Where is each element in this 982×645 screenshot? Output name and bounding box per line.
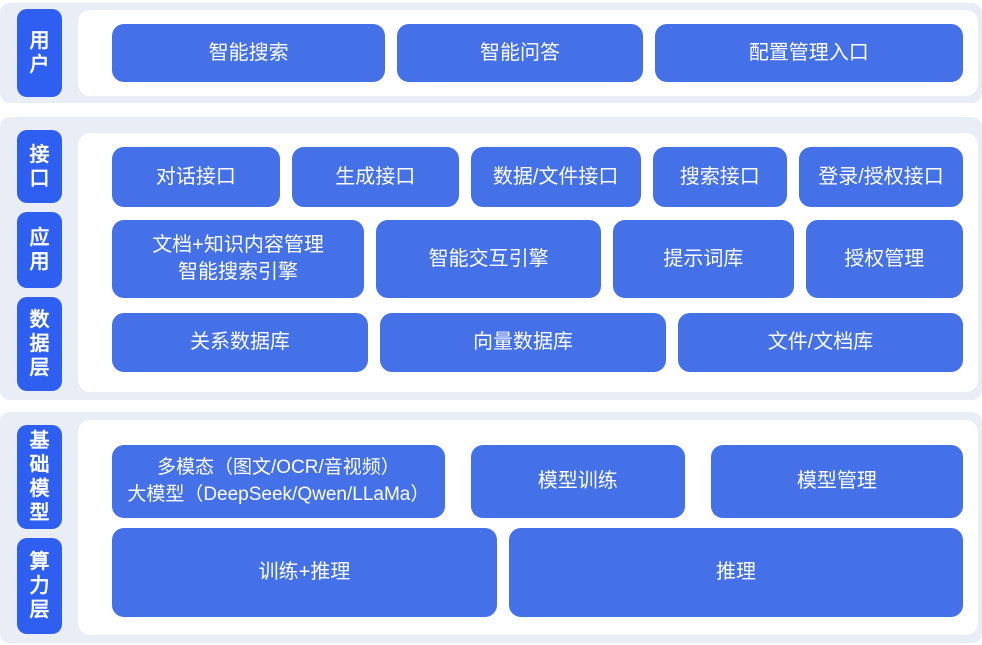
btn-inference: 推理 — [509, 528, 963, 617]
btn-multimodal-llm-line1: 多模态（图文/OCR/音视频） — [156, 456, 400, 478]
btn-generation-api-label: 生成接口 — [335, 165, 416, 188]
btn-vector-db: 向量数据库 — [380, 313, 666, 372]
btn-model-management-label: 模型管理 — [796, 470, 877, 492]
bottom-label-column: 基础模型 算力层 — [17, 425, 62, 634]
label-application-text: 应用 — [29, 227, 50, 273]
btn-training-inference-label: 训练+推理 — [258, 561, 351, 583]
foundation-model-row: 多模态（图文/OCR/音视频） 大模型（DeepSeek/Qwen/LLaMa）… — [112, 445, 964, 518]
btn-file-doc-store: 文件/文档库 — [678, 313, 963, 372]
user-layer-panel: 智能搜索 智能问答 配置管理入口 — [78, 10, 978, 96]
btn-login-auth-api-label: 登录/授权接口 — [818, 165, 944, 188]
section-interface-app-data: 接口 应用 数据层 对话接口 生成接口 数据/文件接口 搜 — [0, 117, 982, 400]
btn-relational-db-label: 关系数据库 — [190, 331, 290, 353]
btn-model-training-label: 模型训练 — [537, 470, 618, 492]
label-compute-layer-text: 算力层 — [29, 551, 50, 621]
data-layer-row: 关系数据库 向量数据库 文件/文档库 — [112, 313, 963, 372]
btn-doc-knowledge-management: 文档+知识内容管理 智能搜索引擎 — [112, 220, 365, 298]
label-interface-text: 接口 — [29, 143, 50, 190]
label-data-layer-text: 数据层 — [29, 309, 50, 379]
btn-authorization-management: 授权管理 — [805, 220, 964, 298]
btn-data-file-api: 数据/文件接口 — [470, 147, 641, 207]
btn-data-file-api-label: 数据/文件接口 — [492, 165, 619, 188]
section-user-layer: 用户 智能搜索 智能问答 配置管理入口 — [0, 3, 982, 103]
label-foundation-model: 基础模型 — [17, 425, 62, 529]
btn-authorization-management-label: 授权管理 — [844, 247, 925, 270]
label-user: 用户 — [17, 9, 62, 97]
btn-training-inference: 训练+推理 — [112, 528, 497, 617]
btn-model-training: 模型训练 — [470, 445, 685, 518]
interface-row: 对话接口 生成接口 数据/文件接口 搜索接口 登录/授权接口 — [112, 147, 963, 207]
middle-panel: 对话接口 生成接口 数据/文件接口 搜索接口 登录/授权接口 文档+知识内容管理 — [78, 133, 978, 392]
btn-dialog-api: 对话接口 — [112, 147, 280, 207]
label-interface: 接口 — [17, 130, 62, 203]
label-data-layer: 数据层 — [17, 297, 62, 391]
btn-intelligent-search: 智能搜索 — [112, 24, 386, 82]
user-layer-row: 智能搜索 智能问答 配置管理入口 — [112, 24, 963, 82]
btn-model-management: 模型管理 — [710, 445, 964, 518]
btn-prompt-library: 提示词库 — [613, 220, 794, 298]
btn-doc-knowledge-management-line2: 智能搜索引擎 — [178, 261, 299, 283]
label-foundation-model-text: 基础模型 — [29, 430, 50, 524]
btn-dialog-api-label: 对话接口 — [155, 165, 236, 188]
btn-vector-db-label: 向量数据库 — [473, 331, 573, 353]
btn-generation-api: 生成接口 — [291, 147, 459, 207]
btn-search-api: 搜索接口 — [652, 147, 788, 207]
architecture-diagram: 用户 智能搜索 智能问答 配置管理入口 接口 应用 — [0, 3, 982, 645]
btn-intelligent-qa: 智能问答 — [397, 24, 643, 82]
btn-relational-db: 关系数据库 — [112, 313, 368, 372]
btn-intelligent-qa-label: 智能问答 — [479, 41, 560, 64]
bottom-panel: 多模态（图文/OCR/音视频） 大模型（DeepSeek/Qwen/LLaMa）… — [78, 420, 978, 635]
btn-doc-knowledge-management-line1: 文档+知识内容管理 — [152, 234, 324, 256]
btn-file-doc-store-label: 文件/文档库 — [767, 331, 874, 353]
btn-intelligent-interaction-engine: 智能交互引擎 — [376, 220, 602, 298]
label-application: 应用 — [17, 212, 62, 288]
section-model-compute: 基础模型 算力层 多模态（图文/OCR/音视频） 大模型（DeepSeek/Qw… — [0, 412, 982, 643]
btn-intelligent-interaction-engine-label: 智能交互引擎 — [428, 247, 549, 270]
compute-layer-row: 训练+推理 推理 — [112, 528, 963, 617]
middle-label-column: 接口 应用 数据层 — [17, 130, 62, 391]
btn-inference-label: 推理 — [716, 561, 756, 583]
user-layer-label-column: 用户 — [17, 9, 62, 97]
btn-config-management-entry: 配置管理入口 — [654, 24, 963, 82]
application-row: 文档+知识内容管理 智能搜索引擎 智能交互引擎 提示词库 授权管理 — [112, 220, 964, 298]
btn-login-auth-api: 登录/授权接口 — [799, 147, 963, 207]
btn-multimodal-llm-line2: 大模型（DeepSeek/Qwen/LLaMa） — [127, 483, 430, 505]
label-user-text: 用户 — [29, 30, 50, 76]
btn-multimodal-llm: 多模态（图文/OCR/音视频） 大模型（DeepSeek/Qwen/LLaMa） — [112, 445, 445, 518]
label-compute-layer: 算力层 — [17, 538, 62, 634]
btn-intelligent-search-label: 智能搜索 — [208, 41, 289, 64]
btn-prompt-library-label: 提示词库 — [663, 247, 744, 270]
btn-search-api-label: 搜索接口 — [679, 165, 760, 188]
btn-config-management-entry-label: 配置管理入口 — [748, 41, 869, 64]
